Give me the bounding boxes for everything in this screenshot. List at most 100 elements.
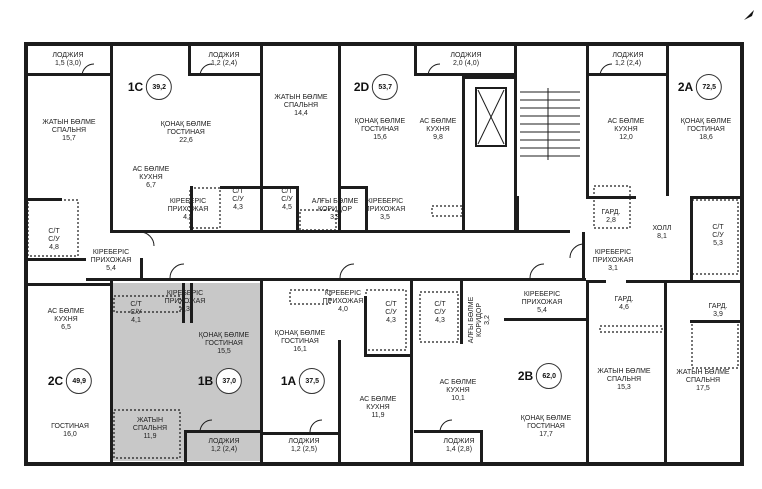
room-area: 14,4 bbox=[294, 110, 308, 117]
room-name-ru: ПРИХОЖАЯ bbox=[364, 206, 406, 213]
room-name: ҚОНАҚ БӨЛМЕ bbox=[520, 415, 572, 422]
room-name: АЛҒЫ БӨЛМЕ bbox=[311, 198, 359, 205]
room-name: АС БӨЛМЕ bbox=[439, 379, 477, 386]
room-name-ru: ПРИХОЖАЯ bbox=[167, 206, 209, 213]
room-area: 4,8 bbox=[49, 244, 59, 251]
room-area: 1,2 (2,4) bbox=[210, 446, 238, 453]
room-area: 17,7 bbox=[539, 431, 553, 438]
outer-walls bbox=[24, 42, 744, 466]
room-name-ru: С/У bbox=[281, 196, 293, 203]
room-name-ru: ПРИХОЖАЯ bbox=[592, 257, 634, 264]
room-name-ru: ГОСТИНАЯ bbox=[205, 340, 243, 347]
room-name: ГАРД. bbox=[708, 303, 728, 310]
room-name-ru: С/У bbox=[130, 309, 142, 316]
apartment-area-badge: 49,9 bbox=[66, 368, 93, 394]
room-name: С/Т bbox=[232, 188, 244, 195]
room-name: КІРЕБЕРІС bbox=[594, 249, 632, 256]
stair-treads bbox=[477, 88, 580, 160]
room-name-ru: КОРИДОР bbox=[476, 303, 483, 338]
room-name: АС БӨЛМЕ bbox=[47, 308, 85, 315]
room-area: 15,7 bbox=[62, 135, 76, 142]
room-area: 3,2 bbox=[484, 315, 491, 325]
room-name: КІРЕБЕРІС bbox=[169, 198, 207, 205]
room-name-ru: ПРИХОЖАЯ bbox=[521, 299, 563, 306]
room-name: ҚОНАҚ БӨЛМЕ bbox=[680, 118, 732, 125]
room-name-ru: ГОСТИНАЯ bbox=[527, 423, 565, 430]
room-area: 4,1 bbox=[131, 317, 141, 324]
room-label-closet-1: ГАРД.2,8 bbox=[602, 209, 621, 225]
apartment-area-badge: 53,7 bbox=[372, 74, 399, 100]
room-name-ru: СПАЛЬНЯ bbox=[132, 425, 168, 432]
room-area: 11,9 bbox=[371, 412, 385, 419]
door-swings bbox=[81, 63, 613, 433]
room-name: ЖАТЫН bbox=[136, 417, 164, 424]
room-area: 15,6 bbox=[373, 134, 387, 141]
room-name: С/Т bbox=[712, 224, 724, 231]
room-name-ru: С/У bbox=[712, 232, 724, 239]
room-name-ru: ГОСТИНАЯ bbox=[361, 126, 399, 133]
room-area: 12,0 bbox=[619, 134, 633, 141]
room-name: ЛОДЖИЯ bbox=[208, 438, 240, 445]
interior-walls bbox=[24, 46, 740, 462]
room-name-ru: ПРИХОЖАЯ bbox=[90, 257, 132, 264]
room-name: ХОЛЛ bbox=[652, 225, 672, 232]
room-area: 10,1 bbox=[451, 395, 465, 402]
room-name: С/Т bbox=[385, 301, 397, 308]
room-name: С/Т bbox=[281, 188, 293, 195]
apartment-code: 2A bbox=[677, 80, 694, 94]
room-area: 4,0 bbox=[338, 306, 348, 313]
partitions bbox=[27, 185, 739, 459]
room-name: АЛҒЫ БӨЛМЕ bbox=[468, 296, 475, 344]
room-name: ЛОДЖИЯ bbox=[443, 438, 475, 445]
room-area: 18,6 bbox=[699, 134, 713, 141]
room-name: ҚОНАҚ БӨЛМЕ bbox=[274, 330, 326, 337]
apartment-code: 2B bbox=[517, 369, 534, 383]
room-area: 9,8 bbox=[433, 134, 443, 141]
room-name: АС БӨЛМЕ bbox=[607, 118, 645, 125]
room-name: ҚОНАҚ БӨЛМЕ bbox=[160, 121, 212, 128]
room-name: С/Т bbox=[130, 301, 142, 308]
room-area: 16,0 bbox=[63, 431, 77, 438]
room-name-ru: ПРИХОЖАЯ bbox=[164, 298, 206, 305]
room-area: 1,5 (3,0) bbox=[54, 60, 82, 67]
room-name: ГАРД. bbox=[614, 296, 634, 303]
room-name-ru: С/У bbox=[48, 236, 60, 243]
room-name-ru: СПАЛЬНЯ bbox=[51, 127, 87, 134]
room-name: КІРЕБЕРІС bbox=[523, 291, 561, 298]
room-name: ЖАТЫН БӨЛМЕ bbox=[274, 94, 328, 101]
room-name: АС БӨЛМЕ bbox=[359, 396, 397, 403]
room-name: АС БӨЛМЕ bbox=[132, 166, 170, 173]
room-name-ru: КУХНЯ bbox=[446, 387, 470, 394]
room-name-ru: ПРИХОЖАЯ bbox=[322, 298, 364, 305]
room-area: 15,3 bbox=[617, 384, 631, 391]
room-name-ru: КУХНЯ bbox=[366, 404, 390, 411]
room-area: 3,5 bbox=[380, 214, 390, 221]
